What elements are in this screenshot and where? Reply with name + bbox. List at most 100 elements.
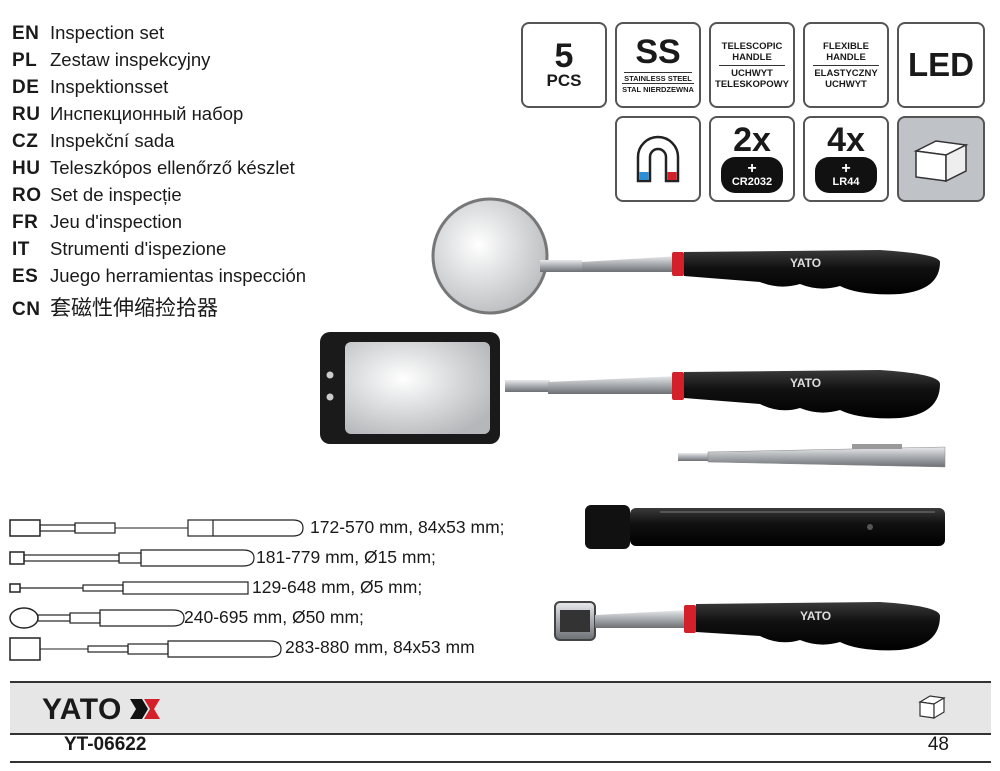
tool-brand-label: YATO	[790, 376, 822, 390]
lang-row-pl: PL Zestaw inspekcyjny	[12, 49, 306, 76]
round-mirror-outline-icon	[9, 607, 185, 629]
dimension-text: 240-695 mm, Ø50 mm;	[184, 607, 364, 627]
telescopic-pen-tool	[678, 444, 946, 468]
pcs-badge: 5 PCS	[521, 22, 607, 108]
flex-l4: UCHWYT	[825, 78, 867, 90]
lang-text: Inspekční sada	[50, 130, 175, 151]
lang-text: Инспекционный набор	[50, 103, 244, 124]
battery-count: 2x	[733, 121, 771, 159]
flex-l2: HANDLE	[826, 51, 866, 63]
magnetic-pickup-tool	[554, 601, 940, 651]
battery-icon: + LR44	[815, 157, 877, 193]
footer-info-bar: YT-06622 48	[10, 731, 991, 763]
battery-count: 4x	[827, 121, 865, 159]
tool-brand-label: YATO	[790, 256, 822, 270]
lang-text: Inspektionsset	[50, 76, 169, 97]
lang-code: EN	[12, 23, 40, 44]
battery-plus: +	[841, 160, 851, 177]
battery-cr2032-badge: 2x + CR2032	[709, 116, 795, 202]
yato-logo-mark-icon	[129, 699, 160, 719]
flex-l3: ELASTYCZNY	[814, 67, 878, 79]
lang-code: PL	[12, 50, 38, 71]
tele-l1: TELESCOPIC	[721, 40, 783, 52]
magnet-icon	[636, 135, 680, 183]
pen-outline-icon	[9, 581, 249, 595]
lang-code: CN	[12, 299, 41, 320]
tele-l4: TELESKOPOWY	[715, 78, 789, 90]
lang-row-cn: CN 套磁性伸缩捡拾器	[12, 292, 306, 320]
pcs-unit: PCS	[546, 71, 582, 90]
tele-l3: UCHWYT	[731, 67, 773, 79]
round-mirror-tool	[431, 197, 940, 315]
tele-l2: HANDLE	[732, 51, 772, 63]
telescopic-handle-badge: TELESCOPIC HANDLE UCHWYT TELESKOPOWY	[709, 22, 795, 108]
battery-type: LR44	[832, 176, 860, 188]
rect-mirror-outline-icon	[9, 519, 304, 537]
yato-logo: YATO	[42, 693, 162, 727]
dimension-text: 283-880 mm, 84x53 mm	[285, 637, 475, 657]
dimension-text: 172-570 mm, 84x53 mm;	[310, 517, 505, 537]
lang-text: Set de inspecție	[50, 184, 182, 205]
carton-icon	[918, 695, 946, 720]
lang-row-es: ES Juego herramientas inspección	[12, 265, 306, 292]
lang-text: Juego herramientas inspección	[50, 265, 307, 286]
flashlight-tool	[585, 505, 945, 549]
lang-row-en: EN Inspection set	[12, 22, 306, 49]
divider	[719, 64, 785, 66]
carton-quantity: 48	[927, 734, 949, 755]
lang-text: Jeu d'inspection	[50, 211, 183, 232]
flashlight-outline-icon	[9, 549, 255, 567]
footer-brand-bar: YATO	[10, 681, 991, 735]
ss-label: SS	[635, 33, 681, 71]
lang-code: FR	[12, 212, 39, 233]
lang-code: ES	[12, 266, 39, 287]
lang-row-de: DE Inspektionsset	[12, 76, 306, 103]
lang-row-hu: HU Teleszkópos ellenőrző készlet	[12, 157, 306, 184]
battery-plus: +	[747, 160, 757, 177]
dimension-row: 240-695 mm, Ø50 mm;	[8, 605, 364, 633]
flexible-handle-badge: FLEXIBLE HANDLE ELASTYCZNY UCHWYT	[803, 22, 889, 108]
flex-l1: FLEXIBLE	[823, 40, 869, 52]
ss-line2: STAL NIERDZEWNA	[622, 83, 694, 94]
packaging-badge	[897, 116, 985, 202]
pcs-number: 5	[554, 37, 574, 75]
rectangular-mirror-tool	[320, 332, 940, 444]
battery-icon: + CR2032	[721, 157, 783, 193]
lang-row-fr: FR Jeu d'inspection	[12, 211, 306, 238]
lang-text: 套磁性伸缩捡拾器	[50, 297, 218, 320]
dimension-row: 172-570 mm, 84x53 mm;	[8, 515, 505, 543]
box-icon	[913, 140, 969, 183]
divider	[813, 64, 879, 66]
product-images	[320, 197, 946, 651]
lang-row-it: IT Strumenti d'ispezione	[12, 238, 306, 265]
dimension-text: 129-648 mm, Ø5 mm;	[252, 577, 423, 597]
lang-code: DE	[12, 77, 40, 98]
dimension-row: 181-779 mm, Ø15 mm;	[8, 545, 436, 573]
lang-code: RU	[12, 104, 41, 125]
lang-text: Inspection set	[50, 22, 165, 43]
ss-line1: STAINLESS STEEL	[624, 72, 692, 83]
magnet-badge	[615, 116, 701, 202]
lang-code: CZ	[12, 131, 39, 152]
led-mirror-outline-icon	[9, 637, 282, 661]
battery-lr44-badge: 4x + LR44	[803, 116, 889, 202]
lang-code: HU	[12, 158, 41, 179]
dimension-text: 181-779 mm, Ø15 mm;	[256, 547, 436, 567]
lang-row-cz: CZ Inspekční sada	[12, 130, 306, 157]
led-label: LED	[908, 46, 974, 83]
lang-text: Teleszkópos ellenőrző készlet	[50, 157, 295, 178]
language-list: EN Inspection set PL Zestaw inspekcyjny DE…	[12, 22, 306, 320]
battery-type: CR2032	[731, 176, 773, 188]
lang-text: Zestaw inspekcyjny	[50, 49, 211, 70]
logo-text: YATO	[42, 693, 122, 726]
dimension-row: 283-880 mm, 84x53 mm	[8, 635, 475, 663]
lang-row-ru: RU Инспекционный набор	[12, 103, 306, 130]
product-sku: YT-06622	[64, 734, 147, 755]
tool-brand-label: YATO	[800, 609, 832, 623]
stainless-steel-badge: SS STAINLESS STEEL STAL NIERDZEWNA	[615, 22, 701, 108]
led-badge: LED	[897, 22, 985, 108]
lang-text: Strumenti d'ispezione	[50, 238, 227, 259]
dimension-row: 129-648 mm, Ø5 mm;	[8, 575, 422, 603]
lang-code: IT	[12, 239, 30, 260]
